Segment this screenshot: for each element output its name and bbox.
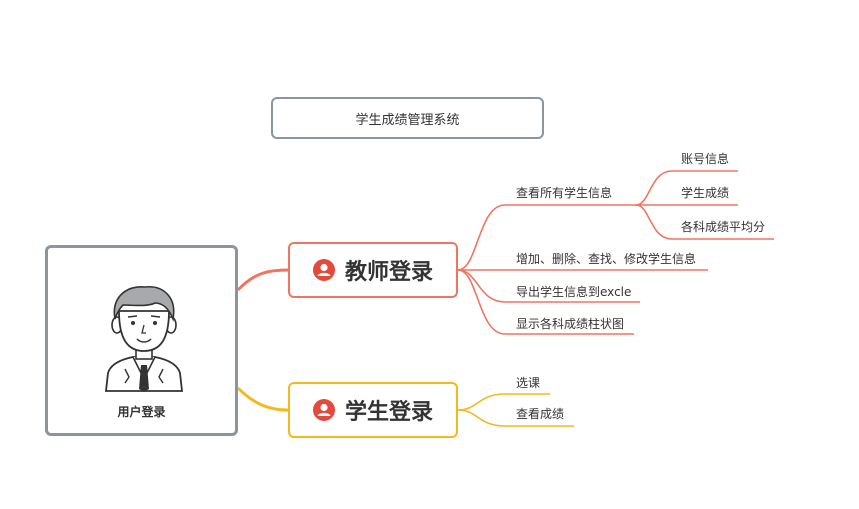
leaf-view-all-students[interactable]: 查看所有学生信息: [516, 186, 613, 200]
root-label: 用户登录: [117, 405, 166, 419]
connector-root-teacher: [236, 268, 289, 292]
leaf-select-course[interactable]: 选课: [516, 376, 541, 390]
branch-student-label: 学生登录: [344, 400, 433, 425]
leaf-show-bar-chart[interactable]: 显示各科成绩柱状图: [516, 317, 625, 331]
connector-student-item1: [457, 393, 550, 411]
leaf-export-excel[interactable]: 导出学生信息到excle: [516, 285, 632, 299]
leaf-view-scores[interactable]: 查看成绩: [516, 407, 565, 421]
connector-teacher-item3: [457, 269, 640, 303]
system-title-box[interactable]: 学生成绩管理系统: [271, 97, 544, 139]
connector-item1-child1: [635, 170, 738, 206]
leaf-student-scores[interactable]: 学生成绩: [681, 186, 730, 200]
system-title: 学生成绩管理系统: [355, 112, 460, 128]
connector-teacher-item1: [457, 204, 636, 271]
user-avatar-icon: [104, 286, 184, 392]
branch-teacher-login[interactable]: 教师登录: [288, 242, 458, 298]
person-circle-icon: [312, 259, 335, 281]
leaf-account-info[interactable]: 账号信息: [681, 152, 730, 166]
person-circle-icon: [312, 399, 335, 421]
leaf-subject-averages[interactable]: 各科成绩平均分: [681, 220, 766, 234]
branch-student-login[interactable]: 学生登录: [288, 382, 458, 438]
connector-teacher-item4: [457, 269, 634, 335]
connector-student-item2: [457, 409, 574, 427]
leaf-crud-students[interactable]: 增加、删除、查找、修改学生信息: [516, 252, 697, 266]
connector-item1-child3: [635, 204, 774, 240]
branch-teacher-label: 教师登录: [344, 260, 433, 285]
connector-root-student: [236, 386, 289, 412]
root-node-user-login[interactable]: 用户登录: [45, 245, 238, 436]
